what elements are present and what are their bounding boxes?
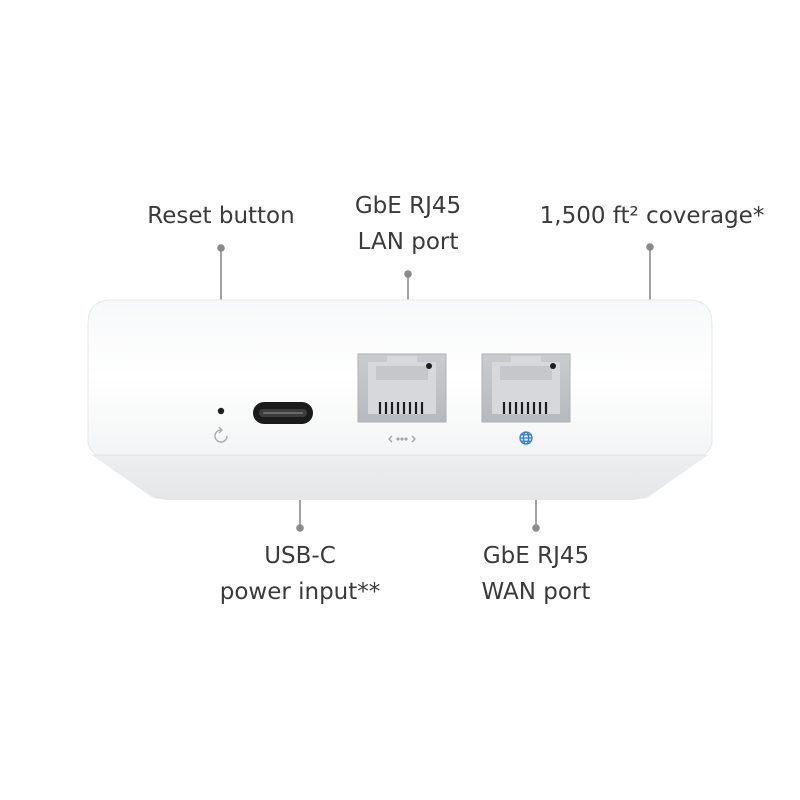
wan-port-label: GbE RJ45 WAN port (448, 538, 624, 610)
coverage-leader-dot (646, 243, 654, 251)
usbc-label-line2: power input** (219, 579, 381, 605)
usb-c-label: USB-C power input** (200, 538, 400, 610)
reset-hole (217, 407, 225, 415)
coverage-label: 1,500 ft² coverage* (532, 198, 772, 234)
globe-icon (519, 431, 533, 445)
lan-label-line2: LAN port (357, 229, 459, 255)
usbc-label-line1: USB-C (264, 543, 336, 569)
wan-leader-dot (532, 524, 540, 532)
usbc-leader-dot (296, 524, 304, 532)
reset-button-label: Reset button (120, 198, 322, 234)
lan-port (357, 353, 447, 423)
wan-label-line1: GbE RJ45 (482, 543, 590, 569)
reset-leader-dot (217, 244, 225, 252)
lan-leader-dot (404, 270, 412, 278)
wan-port (481, 353, 571, 423)
reset-label-line1: Reset button (147, 203, 295, 229)
lan-port-label: GbE RJ45 LAN port (320, 188, 496, 260)
coverage-label-line1: 1,500 ft² coverage* (539, 203, 765, 229)
lan-arrows-icon (388, 435, 416, 443)
wan-port-pins (502, 402, 548, 414)
lan-port-pins (378, 402, 424, 414)
router-base (92, 455, 708, 500)
usb-c-port (253, 402, 313, 424)
reset-icon (214, 426, 228, 443)
lan-label-line1: GbE RJ45 (354, 193, 462, 219)
wan-label-line2: WAN port (481, 579, 591, 605)
